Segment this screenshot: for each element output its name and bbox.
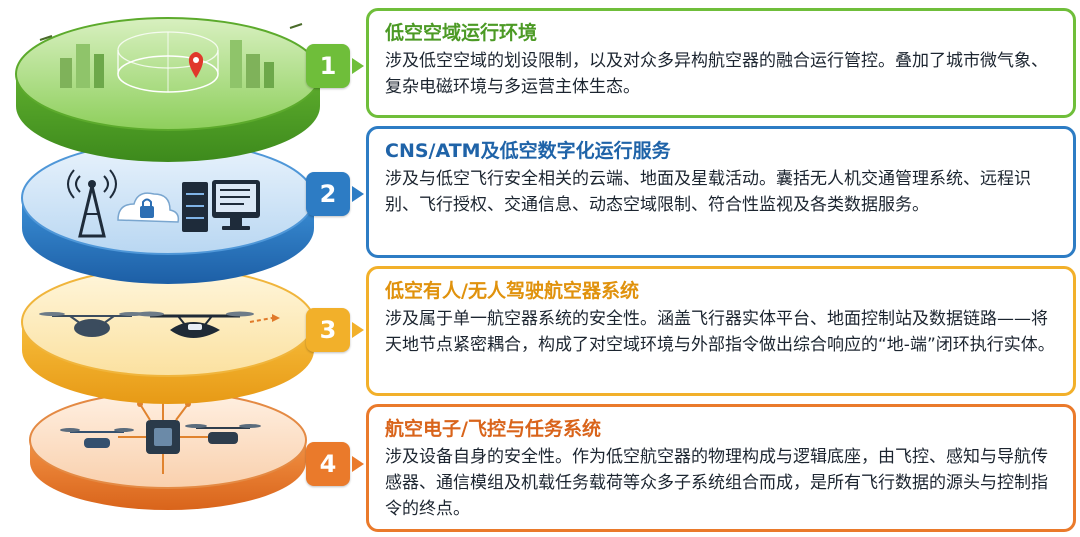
city-skyline-icon [60,40,274,88]
drone-icon [39,312,145,337]
layer-description: 涉及与低空飞行安全相关的云端、地面及星载活动。囊括无人机交通管理系统、远程识别、… [385,169,1031,215]
layer-title: 航空电子/飞控与任务系统 [385,418,601,440]
layer-number-badge: 1 [306,44,350,88]
layer-title: 低空有人/无人驾驶航空器系统 [385,280,639,302]
server-rack-icon [182,182,208,232]
monitor-icon [212,180,260,230]
pointer-arrow-icon [352,58,364,74]
disc-3 [21,267,315,404]
layer-description: 涉及设备自身的安全性。作为低空航空器的物理构成与逻辑底座，由飞控、感知与导航传感… [385,447,1048,519]
layer-panel-4: 航空电子/飞控与任务系统 涉及设备自身的安全性。作为低空航空器的物理构成与逻辑底… [366,404,1076,532]
layer-number-badge: 4 [306,442,350,486]
location-pin-icon [188,52,204,78]
airspace-grid-icon [117,31,219,93]
disc-4 [29,391,307,510]
pointer-arrow-icon [352,186,364,202]
pointer-arrow-icon [352,322,364,338]
layer-number-badge: 3 [306,308,350,352]
layer-description: 涉及低空空域的划设限制，以及对众多异构航空器的融合运行管控。叠加了城市微气象、复… [385,51,1048,97]
layer-panel-2: CNS/ATM及低空数字化运行服务 涉及与低空飞行安全相关的云端、地面及星载活动… [366,126,1076,258]
layer-number-badge: 2 [306,172,350,216]
disc-1 [15,17,321,162]
layer-title: 低空空域运行环境 [385,22,538,44]
layer-description: 涉及属于单一航空器系统的安全性。涵盖飞行器实体平台、地面控制站及数据链路——将天… [385,309,1055,355]
layer-title: CNS/ATM及低空数字化运行服务 [385,140,671,162]
drone-icon [60,428,134,448]
disc-2 [21,141,315,284]
cloud-lock-icon [117,192,180,223]
pointer-arrow-icon [352,456,364,472]
layer-panel-1: 低空空域运行环境 涉及低空空域的划设限制，以及对众多异构航空器的融合运行管控。叠… [366,8,1076,118]
antenna-tower-icon [67,169,117,238]
layer-panel-3: 低空有人/无人驾驶航空器系统 涉及属于单一航空器系统的安全性。涵盖飞行器实体平台… [366,266,1076,396]
layer-stack-illustration [15,17,321,510]
drone-icon [136,311,254,338]
drone-icon [185,424,261,444]
